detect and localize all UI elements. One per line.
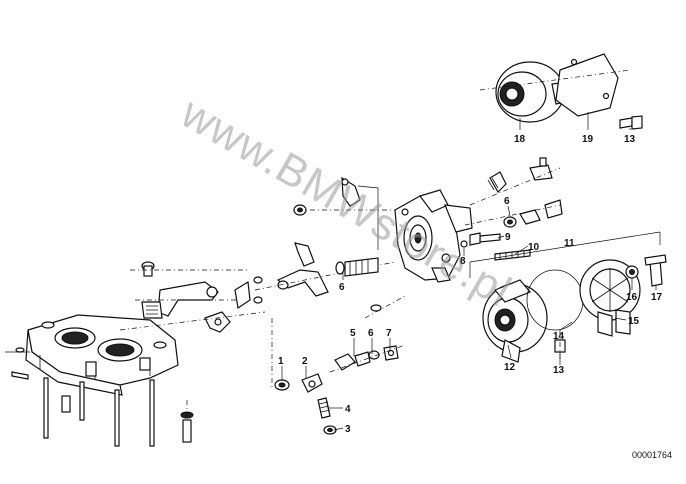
thermostat-housing-assembly bbox=[469, 231, 667, 363]
callout-13-lower: 13 bbox=[553, 365, 565, 376]
throttle-lever-assembly bbox=[119, 261, 266, 333]
throttle-body bbox=[5, 314, 194, 447]
callout-12: 12 bbox=[504, 362, 516, 373]
callout-15: 15 bbox=[628, 316, 640, 327]
callout-5: 5 bbox=[350, 328, 356, 339]
callout-7: 7 bbox=[386, 328, 392, 339]
cold-start-valve-assembly bbox=[479, 53, 643, 130]
callout-6-upper: 6 bbox=[504, 196, 510, 207]
adjusting-screws-and-springs bbox=[460, 157, 563, 261]
callout-8: 8 bbox=[460, 256, 466, 267]
idle-adjust-small-parts bbox=[271, 295, 406, 435]
callout-1: 1 bbox=[278, 356, 284, 367]
callout-leader-lines bbox=[281, 112, 657, 431]
callout-14: 14 bbox=[553, 331, 565, 342]
callout-4: 4 bbox=[345, 404, 351, 415]
callout-18: 18 bbox=[514, 134, 526, 145]
callout-17: 17 bbox=[651, 292, 663, 303]
callout-2: 2 bbox=[302, 356, 308, 367]
callout-16: 16 bbox=[626, 292, 638, 303]
callout-11: 11 bbox=[564, 238, 575, 249]
callout-10: 10 bbox=[528, 242, 540, 253]
callout-9: 9 bbox=[505, 232, 511, 243]
callout-6-lower: 6 bbox=[368, 328, 374, 339]
watermark-text: www.BMWstore.pl bbox=[172, 88, 519, 317]
intermediate-lever-set bbox=[254, 176, 396, 297]
callout-labels: 1 2 3 4 5 6 6 6 7 8 9 10 11 12 13 13 14 … bbox=[278, 134, 663, 435]
callout-6-middle: 6 bbox=[339, 282, 345, 293]
callout-3: 3 bbox=[345, 424, 351, 435]
diagram-reference-number: 00001764 bbox=[632, 450, 672, 460]
callout-13-upper: 13 bbox=[624, 134, 636, 145]
callout-19: 19 bbox=[582, 134, 594, 145]
